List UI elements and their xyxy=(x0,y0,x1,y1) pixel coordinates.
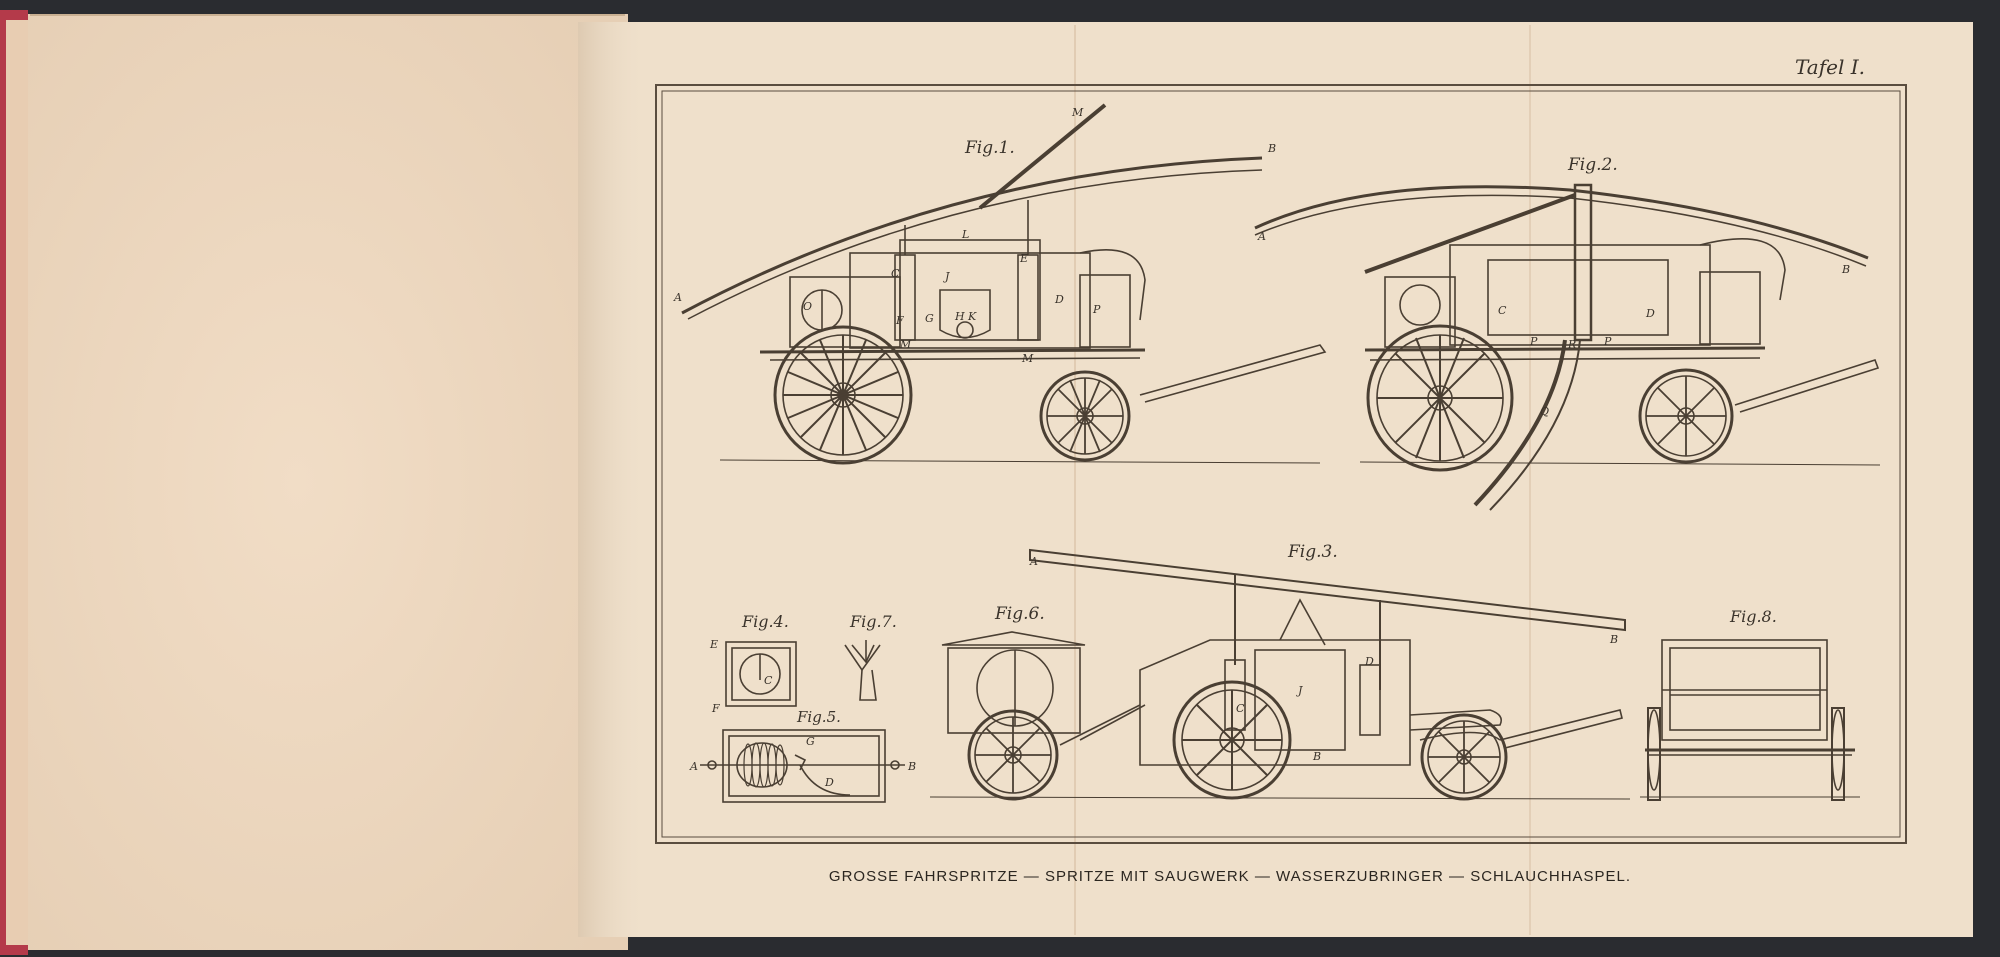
letter: B xyxy=(907,760,916,773)
letter: G xyxy=(806,735,815,748)
letter: F xyxy=(895,314,904,327)
letter: P xyxy=(1603,335,1612,348)
fig8-title: Fig.8. xyxy=(1729,607,1777,626)
fig8-hose-cart-front xyxy=(1640,639,1860,801)
letter: P xyxy=(1529,335,1538,348)
fig3-water-tender xyxy=(929,548,1631,801)
letter: C xyxy=(1498,304,1507,317)
caption-separator: — xyxy=(1023,868,1040,885)
letter: K xyxy=(967,310,977,323)
letter: H xyxy=(954,310,965,323)
fig5-hose-reel xyxy=(700,729,905,803)
letter: D xyxy=(824,776,834,789)
fig6-title: Fig.6. xyxy=(994,604,1045,624)
caption-separator: — xyxy=(1254,868,1271,885)
letter: B xyxy=(1312,750,1321,763)
fig1-title: Fig.1. xyxy=(964,138,1015,158)
plate-number: Tafel I. xyxy=(1795,55,1865,79)
fig5-title: Fig.5. xyxy=(796,708,841,726)
plate-page xyxy=(578,22,1973,937)
letter: G xyxy=(925,312,934,325)
letter: M xyxy=(899,338,912,351)
letter: B xyxy=(1841,263,1850,276)
letter: P xyxy=(1092,303,1101,316)
letter: F xyxy=(711,702,720,715)
plate-frame xyxy=(655,84,1907,844)
letter: B xyxy=(1267,142,1276,155)
caption-separator: — xyxy=(1449,868,1466,885)
fig4-title: Fig.4. xyxy=(741,612,789,631)
letter: L xyxy=(961,228,969,241)
letter: D xyxy=(1054,293,1064,306)
fig2-title: Fig.2. xyxy=(1567,155,1618,175)
letter: D xyxy=(1645,307,1655,320)
caption-part: WASSERZUBRINGER xyxy=(1276,868,1444,885)
caption-part: GROSSE FAHRSPRITZE xyxy=(828,868,1019,885)
fig7-title: Fig.7. xyxy=(849,612,897,631)
fig6-hose-cart xyxy=(941,631,1146,801)
left-page xyxy=(28,14,628,950)
fig2-suction-engine xyxy=(1254,183,1881,511)
letter: E xyxy=(1019,252,1028,265)
letter: A xyxy=(1257,230,1266,243)
letter: M xyxy=(1071,106,1084,119)
letter: O xyxy=(803,300,812,313)
fig4-detail xyxy=(725,641,797,707)
fig1-fire-engine xyxy=(681,103,1327,465)
letter: R xyxy=(1567,338,1576,351)
letter: C xyxy=(1236,702,1245,715)
figure-titles: Fig.1. Fig.2. Fig.3. Fig.4. Fig.5. Fig.6… xyxy=(741,138,1777,726)
letter: J xyxy=(1296,684,1303,697)
fig7-branch xyxy=(844,640,881,701)
letter: C xyxy=(891,267,900,280)
plate-caption: GROSSE FAHRSPRITZE — SPRITZE MIT SAUGWER… xyxy=(700,868,1760,885)
letter: M xyxy=(1021,352,1034,365)
caption-part: SCHLAUCHHASPEL. xyxy=(1470,868,1632,885)
letter: B xyxy=(1609,633,1618,646)
letter: Q xyxy=(1540,405,1549,418)
reference-letters: A B M L E C J D P O F G H K M M A B C D … xyxy=(673,106,1850,789)
letter: J xyxy=(943,270,950,283)
letter: A xyxy=(673,291,682,304)
letter: C xyxy=(764,674,773,687)
letter: D xyxy=(1364,655,1374,668)
letter: A xyxy=(1029,555,1038,568)
letter: A xyxy=(689,760,698,773)
caption-part: SPRITZE MIT SAUGWERK xyxy=(1044,868,1250,885)
fig3-title: Fig.3. xyxy=(1287,542,1338,562)
letter: E xyxy=(709,638,718,651)
